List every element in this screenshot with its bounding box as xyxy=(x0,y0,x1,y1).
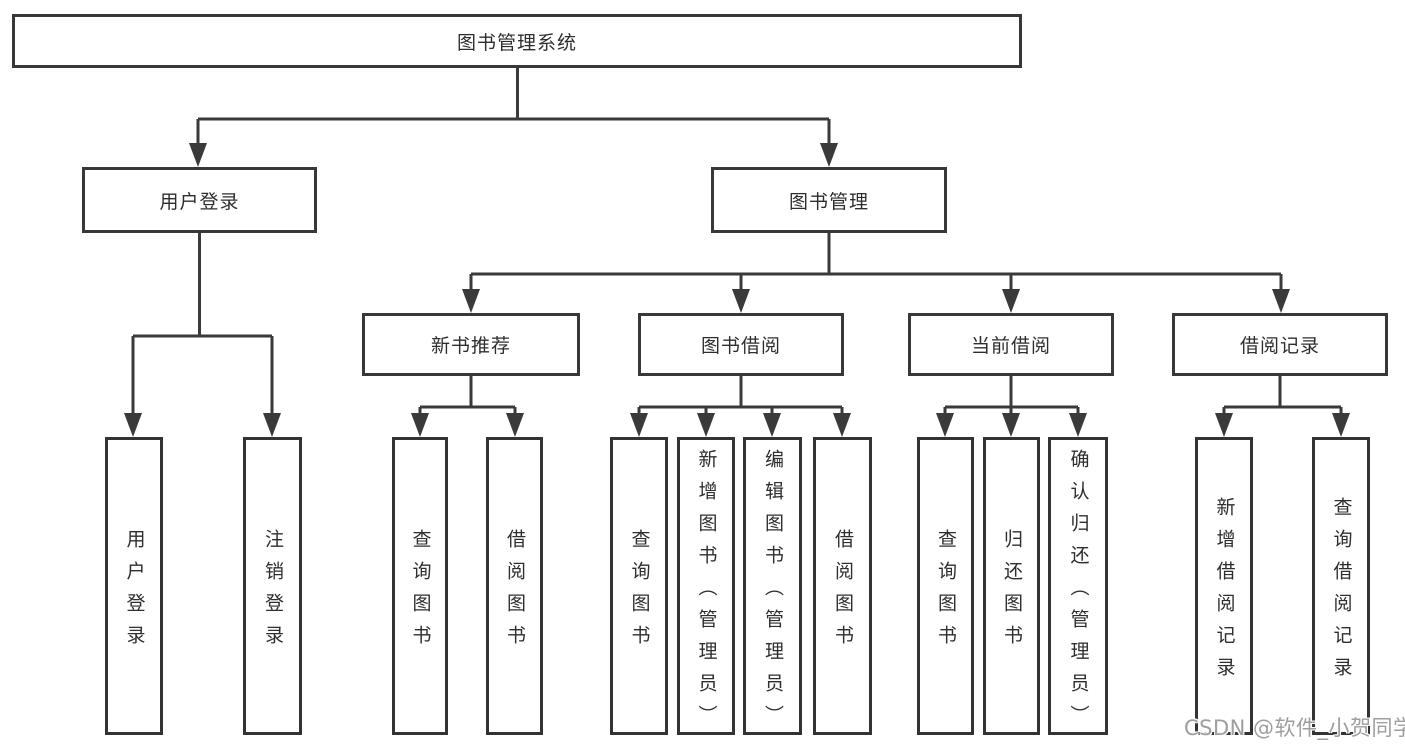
arrowhead-icon xyxy=(124,413,142,437)
node-book-management: 图书管理 xyxy=(711,167,947,233)
watermark: CSDN @软件_小贺同学 xyxy=(1184,716,1405,740)
node-borrow-records: 借阅记录 xyxy=(1172,313,1388,376)
node-label: 新书推荐 xyxy=(430,335,511,357)
node-user-login: 用户登录 xyxy=(82,167,317,233)
node-current-borrow: 当前借阅 xyxy=(908,313,1114,376)
leaf-label: 注销登录 xyxy=(262,528,284,657)
node-label: 图书借阅 xyxy=(700,335,781,357)
leaf-label: 借阅图书 xyxy=(504,528,526,657)
connector-root xyxy=(196,68,831,146)
node-book-borrow: 图书借阅 xyxy=(638,313,844,376)
connector-borrow-records xyxy=(1222,376,1343,415)
leaf-label: 归还图书 xyxy=(1001,528,1023,657)
arrowhead-icon xyxy=(462,289,480,313)
node-label: 借阅记录 xyxy=(1239,335,1320,357)
arrowhead-icon xyxy=(732,289,750,313)
leaf-label: 新增图书（管理员） xyxy=(695,448,718,737)
connector-book-mgmt xyxy=(469,232,1283,292)
leaf-label: 查询图书 xyxy=(628,528,651,657)
connector-book-borrow xyxy=(637,376,844,415)
connector-current-borrow xyxy=(943,376,1080,415)
node-root: 图书管理系统 xyxy=(12,14,1022,68)
arrowhead-icon xyxy=(697,413,715,437)
arrowhead-icon xyxy=(1002,289,1020,313)
leaf-confirm-return-admin: 确认归还（管理员） xyxy=(1048,437,1108,737)
arrowhead-icon xyxy=(1215,413,1233,437)
leaf-borrow-books-1: 借阅图书 xyxy=(486,437,543,735)
leaf-label: 借阅图书 xyxy=(832,528,854,657)
leaf-logout: 注销登录 xyxy=(243,437,302,735)
node-root-label: 图书管理系统 xyxy=(456,31,577,54)
leaf-query-books-2: 查询图书 xyxy=(610,437,668,735)
arrowhead-icon xyxy=(820,143,838,167)
node-label: 用户登录 xyxy=(159,190,240,213)
arrowhead-icon xyxy=(189,143,207,167)
leaf-label: 查询图书 xyxy=(935,528,957,657)
leaf-query-books-1: 查询图书 xyxy=(392,437,448,735)
leaf-label: 新增借阅记录 xyxy=(1213,496,1236,689)
leaf-add-books-admin: 新增图书（管理员） xyxy=(677,437,735,737)
leaf-return-books: 归还图书 xyxy=(983,437,1040,735)
node-label: 图书管理 xyxy=(788,190,869,213)
arrowhead-icon xyxy=(936,413,954,437)
arrowhead-icon xyxy=(1332,413,1350,437)
leaf-query-books-3: 查询图书 xyxy=(917,437,974,735)
leaf-user-login: 用户登录 xyxy=(105,437,163,735)
leaf-edit-books-admin: 编辑图书（管理员） xyxy=(743,437,802,737)
arrowhead-icon xyxy=(1002,413,1020,437)
leaf-label: 用户登录 xyxy=(123,528,146,657)
leaf-label: 确认归还（管理员） xyxy=(1067,448,1090,737)
leaf-label: 查询借阅记录 xyxy=(1330,496,1353,689)
arrowhead-icon xyxy=(1069,413,1087,437)
connector-user-login xyxy=(131,233,274,415)
arrowhead-icon xyxy=(263,413,281,437)
arrowhead-icon xyxy=(411,413,429,437)
leaf-borrow-books-2: 借阅图书 xyxy=(813,437,872,735)
node-label: 当前借阅 xyxy=(970,335,1051,357)
arrowhead-icon xyxy=(1272,289,1290,313)
arrowhead-icon xyxy=(763,413,781,437)
node-new-book-recommend: 新书推荐 xyxy=(362,313,580,376)
connector-new-books xyxy=(418,376,517,415)
arrowhead-icon xyxy=(833,413,851,437)
leaf-add-borrow-record: 新增借阅记录 xyxy=(1195,437,1253,735)
arrowheads xyxy=(124,143,1350,437)
leaf-label: 查询图书 xyxy=(409,528,432,657)
arrowhead-icon xyxy=(630,413,648,437)
leaf-query-borrow-record: 查询借阅记录 xyxy=(1312,437,1370,735)
arrowhead-icon xyxy=(506,413,524,437)
leaf-label: 编辑图书（管理员） xyxy=(762,448,784,737)
